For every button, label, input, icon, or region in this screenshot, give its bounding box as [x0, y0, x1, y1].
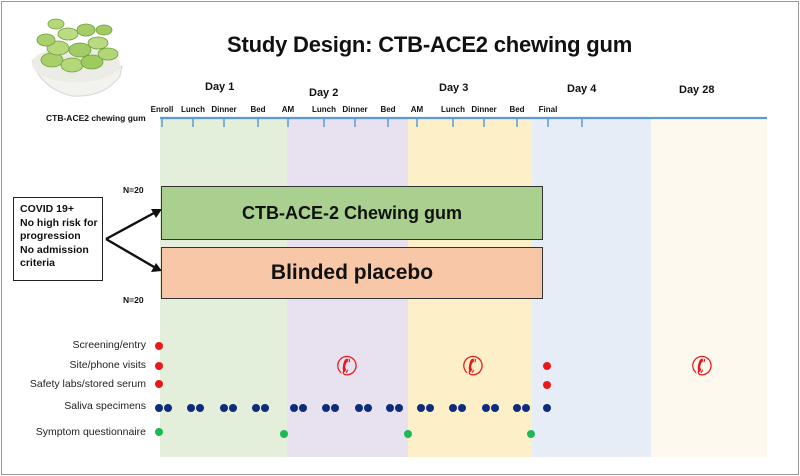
day4-band [532, 118, 651, 457]
saliva-dot [355, 404, 363, 412]
saliva-dot [364, 404, 372, 412]
timepoint-label: AM [281, 105, 295, 114]
timepoint-label: Dinner [471, 105, 497, 114]
criteria-line: No admission [20, 243, 89, 256]
timepoint-label: Bed [250, 105, 266, 114]
criteria-line: criteria [20, 257, 56, 269]
active-arm-label: CTB-ACE-2 Chewing gum [242, 202, 462, 223]
saliva-dot [482, 404, 490, 412]
saliva-dot [513, 404, 521, 412]
questionnaire-dot [404, 430, 412, 438]
day-label: Day 2 [309, 87, 339, 99]
saliva-dot [491, 404, 499, 412]
questionnaire-dot [280, 430, 288, 438]
day-label: Day 3 [439, 82, 469, 94]
timepoint-label: Lunch [181, 105, 205, 114]
diagram-title: Study Design: CTB-ACE2 chewing gum [227, 32, 633, 57]
placebo-arm-label: Blinded placebo [270, 261, 434, 284]
active-arm-box: CTB-ACE-2 Chewing gum [161, 186, 543, 240]
timepoint-label: AM [410, 105, 424, 114]
row-label-screening: Screening/entry [72, 339, 146, 351]
day-label: Day 1 [205, 81, 235, 93]
safety-lab-dot [155, 380, 163, 388]
timepoint-label: Bed [509, 105, 525, 114]
saliva-dot [395, 404, 403, 412]
saliva-dot [261, 404, 269, 412]
dosing-timeline [160, 116, 767, 127]
arm-size-label: N=20 [123, 295, 144, 305]
criteria-line: progression [20, 230, 81, 242]
questionnaire-dot [527, 430, 535, 438]
row-label-visits: Site/phone visits [69, 359, 146, 371]
saliva-dot [417, 404, 425, 412]
saliva-dot [299, 404, 307, 412]
timepoint-label: Enroll [150, 105, 174, 114]
criteria-line: COVID 19+ [20, 203, 74, 215]
saliva-dot [331, 404, 339, 412]
criteria-line: No high risk for [20, 216, 98, 229]
timepoint-label: Final [538, 105, 558, 114]
saliva-dot [386, 404, 394, 412]
day-label: Day 28 [679, 84, 715, 96]
timepoint-label: Bed [380, 105, 396, 114]
saliva-dot [220, 404, 228, 412]
saliva-dot [449, 404, 457, 412]
row-label-saliva: Saliva specimens [64, 400, 146, 412]
visit-dot [543, 362, 551, 370]
saliva-dot [155, 404, 163, 412]
saliva-dot [164, 404, 172, 412]
row-label-safety-labs: Safety labs/stored serum [29, 378, 146, 390]
safety-lab-dot [543, 381, 551, 389]
timepoint-label: Dinner [342, 105, 368, 114]
inclusion-criteria-box: COVID 19+ No high risk for progression N… [13, 197, 103, 281]
timepoint-label: Lunch [312, 105, 336, 114]
saliva-dot [290, 404, 298, 412]
saliva-dot [426, 404, 434, 412]
questionnaire-dot [155, 428, 163, 436]
saliva-dot [458, 404, 466, 412]
screening-dot [155, 342, 163, 350]
day-label: Day 4 [567, 83, 597, 95]
timepoint-label: Dinner [211, 105, 237, 114]
visit-dot [155, 362, 163, 370]
arm-size-label: N=20 [123, 185, 144, 195]
saliva-dot [322, 404, 330, 412]
timeline-label: CTB-ACE2 chewing gum [46, 113, 146, 123]
randomization-arrows [105, 209, 162, 272]
saliva-dot [522, 404, 530, 412]
chewing-gum-tablets-image [31, 18, 123, 97]
saliva-dot [187, 404, 195, 412]
timepoint-label: Lunch [441, 105, 465, 114]
row-label-questionnaire: Symptom questionnaire [35, 426, 146, 438]
saliva-dot [196, 404, 204, 412]
saliva-dot [229, 404, 237, 412]
saliva-dot [543, 404, 551, 412]
day28-band [651, 118, 767, 457]
placebo-arm-box: Blinded placebo [161, 247, 543, 299]
saliva-dot [252, 404, 260, 412]
